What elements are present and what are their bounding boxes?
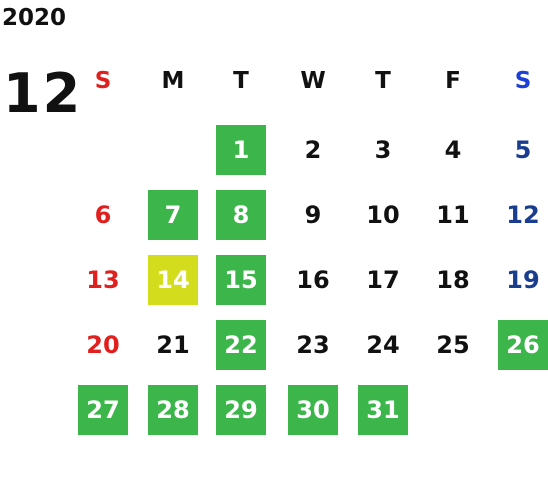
weekday-mon: M bbox=[161, 68, 185, 94]
weekday-sun: S bbox=[94, 68, 112, 94]
calendar-day-19[interactable]: 19 bbox=[506, 266, 540, 294]
calendar-day-1[interactable]: 1 bbox=[216, 125, 266, 175]
calendar-day-9[interactable]: 9 bbox=[304, 201, 322, 229]
calendar-day-3[interactable]: 3 bbox=[374, 136, 392, 164]
calendar-day-2[interactable]: 2 bbox=[304, 136, 322, 164]
weekday-sat: S bbox=[514, 68, 532, 94]
calendar-day-7[interactable]: 7 bbox=[148, 190, 198, 240]
weekday-wed: W bbox=[300, 68, 326, 94]
calendar-day-5[interactable]: 5 bbox=[514, 136, 532, 164]
calendar-day-6[interactable]: 6 bbox=[94, 201, 112, 229]
calendar-day-20[interactable]: 20 bbox=[86, 331, 120, 359]
calendar-day-12[interactable]: 12 bbox=[506, 201, 540, 229]
calendar-day-29[interactable]: 29 bbox=[216, 385, 266, 435]
calendar-day-16[interactable]: 16 bbox=[296, 266, 330, 294]
calendar-day-17[interactable]: 17 bbox=[366, 266, 400, 294]
calendar-day-18[interactable]: 18 bbox=[436, 266, 470, 294]
weekday-tue: T bbox=[233, 68, 249, 94]
calendar-day-22[interactable]: 22 bbox=[216, 320, 266, 370]
calendar-day-28[interactable]: 28 bbox=[148, 385, 198, 435]
weekday-fri: F bbox=[445, 68, 461, 94]
calendar-day-8[interactable]: 8 bbox=[216, 190, 266, 240]
calendar-day-21[interactable]: 21 bbox=[156, 331, 190, 359]
calendar-day-11[interactable]: 11 bbox=[436, 201, 470, 229]
month-label: 12 bbox=[3, 62, 83, 125]
calendar-day-10[interactable]: 10 bbox=[366, 201, 400, 229]
calendar-day-14[interactable]: 14 bbox=[148, 255, 198, 305]
calendar-day-30[interactable]: 30 bbox=[288, 385, 338, 435]
weekday-thu: T bbox=[375, 68, 391, 94]
calendar-day-31[interactable]: 31 bbox=[358, 385, 408, 435]
calendar-day-25[interactable]: 25 bbox=[436, 331, 470, 359]
calendar-day-4[interactable]: 4 bbox=[444, 136, 462, 164]
calendar-day-27[interactable]: 27 bbox=[78, 385, 128, 435]
year-label: 2020 bbox=[2, 5, 67, 31]
calendar-day-24[interactable]: 24 bbox=[366, 331, 400, 359]
calendar-day-23[interactable]: 23 bbox=[296, 331, 330, 359]
calendar-day-13[interactable]: 13 bbox=[86, 266, 120, 294]
calendar-day-26[interactable]: 26 bbox=[498, 320, 548, 370]
calendar-day-15[interactable]: 15 bbox=[216, 255, 266, 305]
